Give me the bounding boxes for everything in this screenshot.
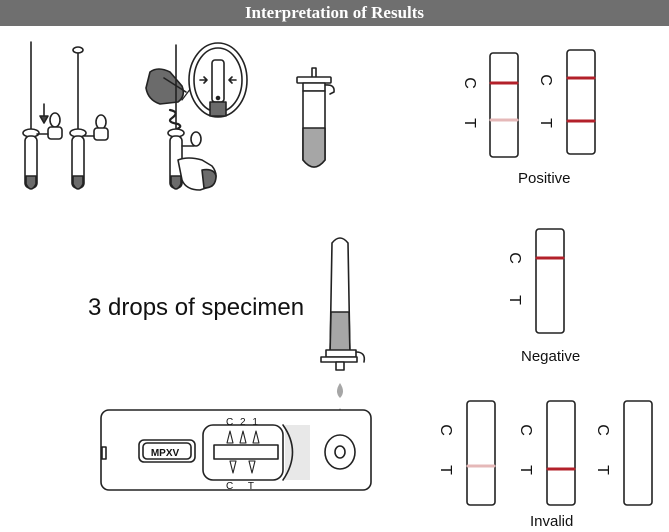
inverted-dropper-tube [320,237,366,371]
tube-liquid [170,175,182,190]
tube-holder-tab [190,131,202,147]
tube-holder-tab [95,114,107,130]
control-letter: C [506,252,523,264]
tube-holder-clip [47,126,63,140]
invalid-strip-test-only [546,400,576,506]
test-letter: T [437,465,454,475]
instruction-text: 3 drops of specimen [88,294,305,321]
test-strip [546,400,576,506]
thumb-shade [201,168,217,189]
upper-hand-icon [145,68,185,105]
window-top-labels: C 2 1 [226,417,260,428]
dropper-tube-liquid [329,311,351,356]
dropper-nozzle [335,361,345,371]
squeeze-left-arrow-icon [199,76,208,84]
twisted-swab [168,108,182,132]
swab-insert-step [22,41,63,190]
test-letter: T [461,118,478,128]
test-strip [566,49,596,155]
dropper-hinge [355,351,366,363]
brand-label: MPXV [151,448,180,459]
test-strip [489,52,519,158]
dropper-cap-flange [325,349,357,358]
control-letter: C [437,424,454,436]
tube-holder-tab [49,112,61,128]
test-cassette [100,409,372,491]
inset-tube-base [209,101,227,117]
down-arrow-icon [39,115,49,124]
control-letter: C [594,424,611,436]
squeeze-right-arrow-icon [228,76,237,84]
sample-well-inner [334,445,346,459]
test-letter: T [537,118,554,128]
invalid-strip-faint [466,400,496,506]
sealed-tube-liquid [302,127,326,168]
negative-strip [535,228,565,334]
swab-rotate-step [69,46,109,190]
test-strip [623,400,653,506]
tube-cap-flange [296,76,332,84]
tube-liquid [25,175,37,190]
invalid-strip-blank [623,400,653,506]
title-banner: Interpretation of Results [0,0,669,26]
positive-strip-weak [489,52,519,158]
negative-label: Negative [521,348,581,365]
tube-holder-clip [93,127,109,141]
squeeze-tube-step [145,42,248,191]
test-letter: T [506,295,523,305]
invalid-label: Invalid [530,513,574,530]
result-window [213,444,279,460]
control-letter: C [461,77,478,89]
window-curve [282,424,294,481]
specimen-drop-icon [337,383,343,398]
tube-liquid [72,175,84,190]
capped-tube [296,67,335,168]
control-letter: C [537,74,554,86]
test-letter: T [594,465,611,475]
window-bottom-labels: C T [226,481,260,492]
control-letter: C [517,424,534,436]
cap-hinge [324,84,335,95]
test-letter: T [517,465,534,475]
test-strip [466,400,496,506]
tube-cap-collar [302,82,326,92]
test-strip [535,228,565,334]
swab-handle-loop [72,46,84,54]
positive-label: Positive [518,170,571,187]
inset-tube [211,59,225,103]
positive-strip-strong [566,49,596,155]
